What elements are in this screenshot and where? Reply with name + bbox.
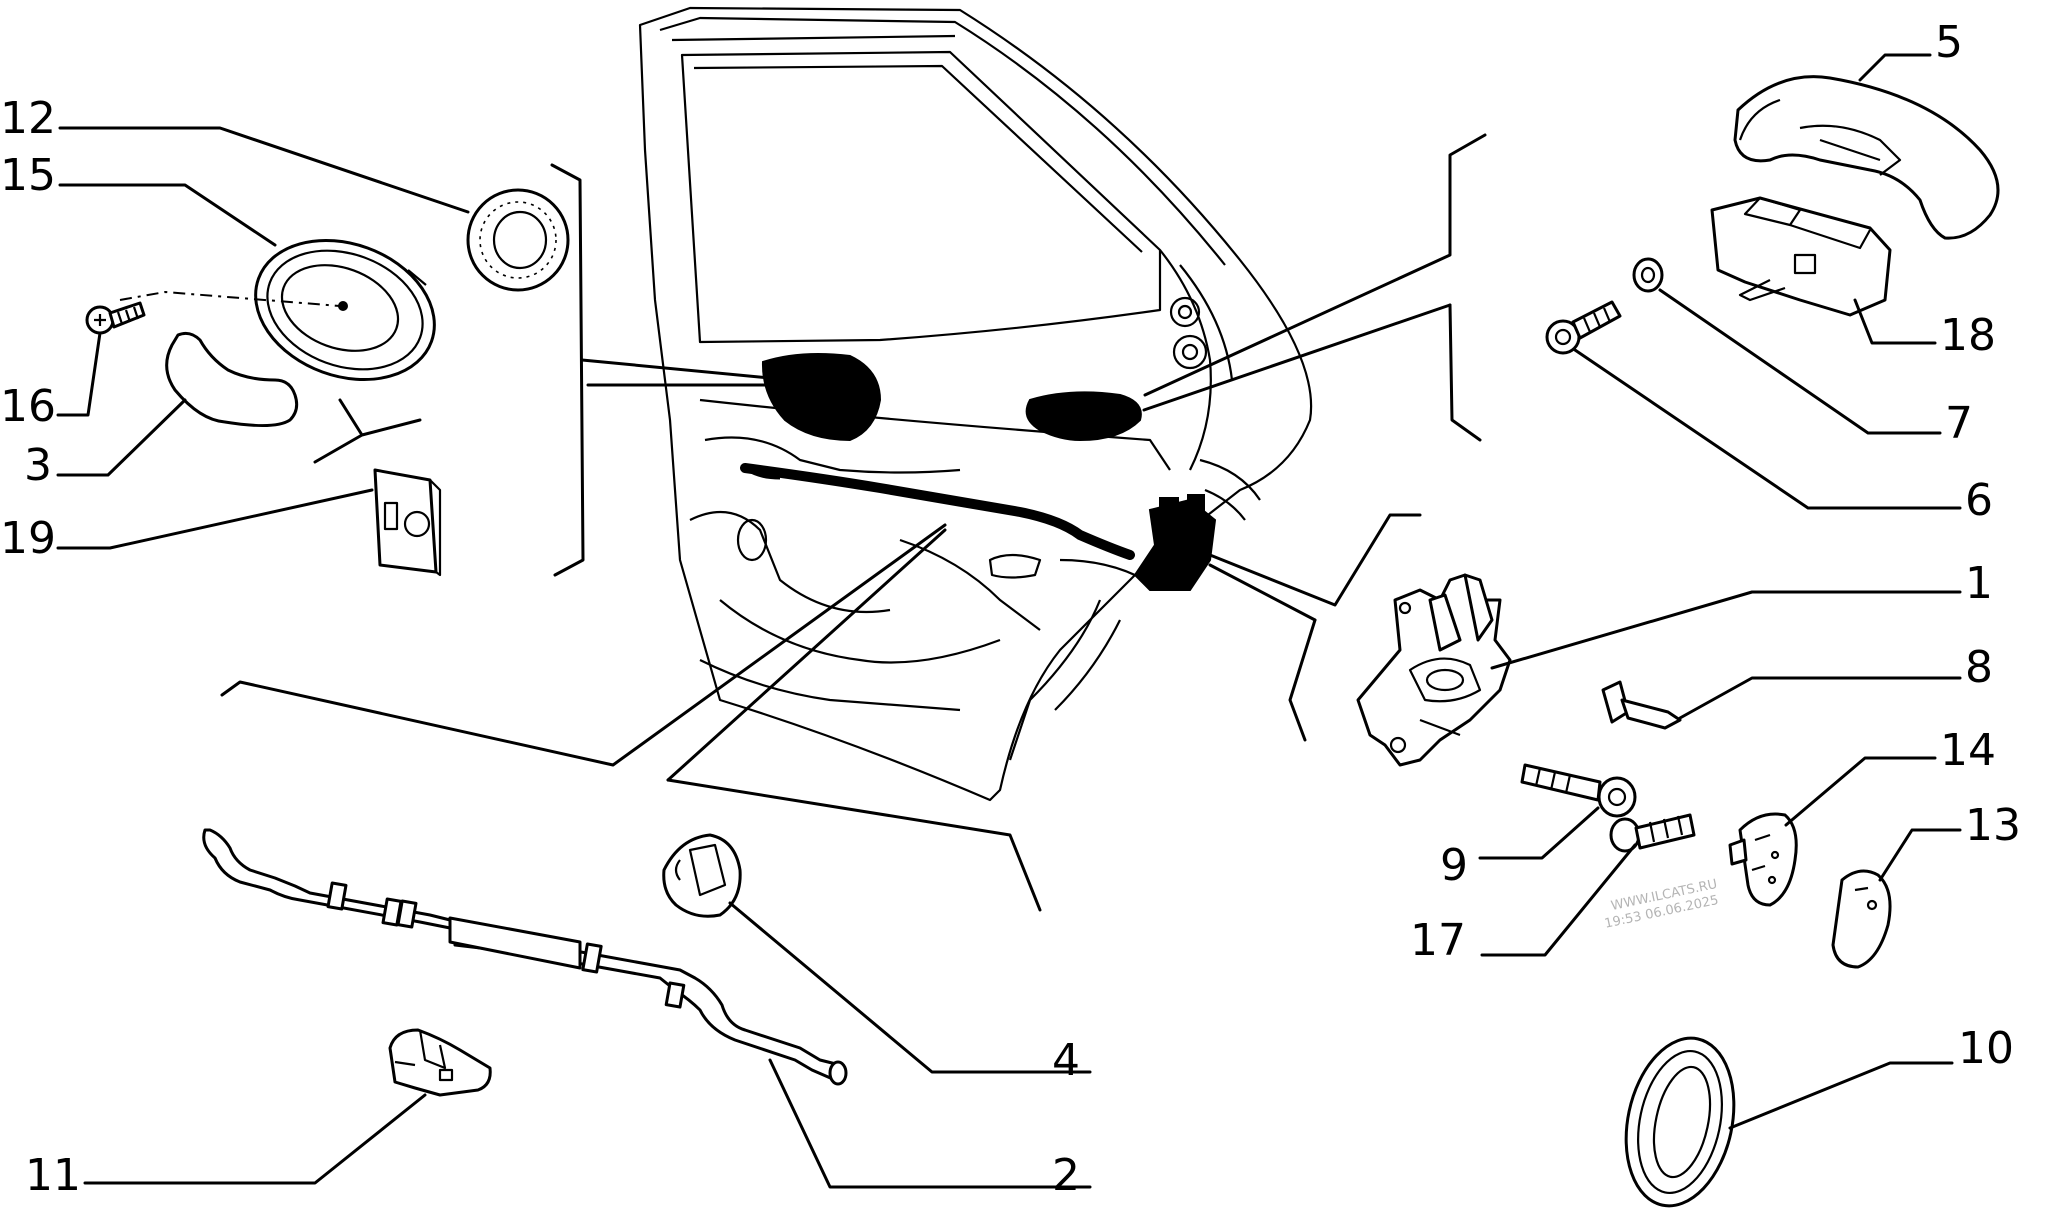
part-2-rod <box>202 828 848 1086</box>
part-19-switch <box>373 468 442 577</box>
callout-4: 4 <box>1052 1035 1080 1086</box>
part-15-bezel <box>254 238 436 382</box>
callout-11: 11 <box>25 1150 81 1201</box>
part-17-bolt <box>1609 813 1696 853</box>
door-shell <box>638 6 1313 802</box>
part-13-cover <box>1831 869 1892 969</box>
bezel-zigzag <box>313 398 422 464</box>
part-4-clip <box>662 833 742 918</box>
part-11-clip <box>388 1028 492 1097</box>
callout-19: 19 <box>0 513 56 564</box>
watermark: WWW.ILCATS.RU 19:53 06.06.2025 <box>1603 877 1720 932</box>
callout-16: 16 <box>0 381 56 432</box>
part-8-bolt <box>1601 680 1682 730</box>
leader-lines <box>56 53 1962 1189</box>
part-16-screw <box>85 301 146 335</box>
part-6-screw <box>1545 300 1622 355</box>
callout-5: 5 <box>1935 17 1963 68</box>
part-9-bolt <box>1520 763 1637 818</box>
part-7-washer <box>1632 257 1664 293</box>
callout-6: 6 <box>1965 475 1993 526</box>
callout-7: 7 <box>1945 398 1973 449</box>
part-18-bracket <box>1710 196 1892 317</box>
callout-15: 15 <box>0 150 56 201</box>
callout-14: 14 <box>1940 725 1996 776</box>
callout-18: 18 <box>1940 310 1996 361</box>
callout-8: 8 <box>1965 642 1993 693</box>
axis-line <box>119 290 341 307</box>
part-5-handle <box>1733 75 2000 240</box>
part-1-lock <box>1356 573 1512 767</box>
callout-2: 2 <box>1052 1150 1080 1201</box>
callout-13: 13 <box>1965 800 2021 851</box>
callout-3: 3 <box>24 440 52 491</box>
callout-17: 17 <box>1410 915 1466 966</box>
part-12-ring <box>466 188 570 292</box>
callout-1: 1 <box>1965 558 1993 609</box>
callout-10: 10 <box>1958 1023 2014 1074</box>
section-brackets <box>220 133 1487 912</box>
callout-9: 9 <box>1440 840 1468 891</box>
part-3-cord <box>165 331 299 428</box>
callout-labels: 12 15 16 3 19 5 18 7 6 1 8 14 13 9 17 10… <box>0 17 2021 1201</box>
part-10-grommet <box>1624 1036 1736 1208</box>
part-14-plate <box>1728 812 1798 907</box>
callout-12: 12 <box>0 93 56 144</box>
